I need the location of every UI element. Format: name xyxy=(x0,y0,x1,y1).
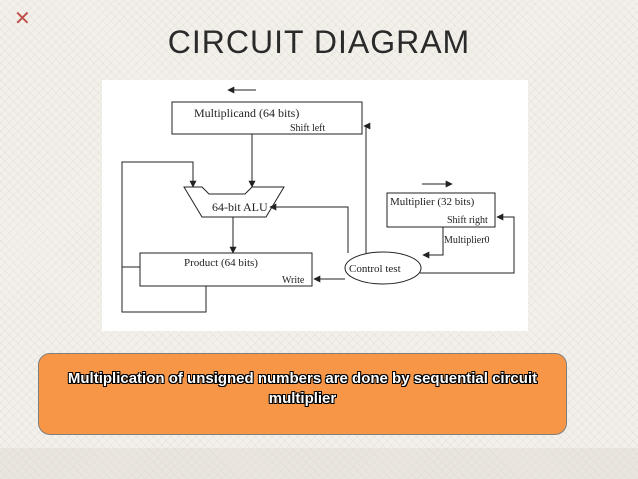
multiplier-label: Multiplier (32 bits) xyxy=(390,196,475,208)
alu: 64-bit ALU xyxy=(183,186,285,218)
multiplicand-register: Multiplicand (64 bits) Shift left xyxy=(171,101,363,135)
circuit-diagram: Multiplicand (64 bits) Shift left 64-bit… xyxy=(102,80,528,331)
wire-control-to-shift-right xyxy=(420,213,515,274)
write-label: Write xyxy=(282,275,305,286)
shift-right-label: Shift right xyxy=(447,215,488,226)
wire-control-to-shift-left xyxy=(363,122,371,253)
slide-title: CIRCUIT DIAGRAM xyxy=(167,24,471,60)
product-register: Product (64 bits) Write xyxy=(139,252,313,287)
multiplicand-label: Multiplicand (64 bits) xyxy=(194,106,299,120)
control-test: Control test xyxy=(344,251,422,285)
caption-text: Multiplication of unsigned numbers are d… xyxy=(67,370,538,407)
wire-multiplier0-to-control xyxy=(422,227,444,259)
multiplier0-label: Multiplier0 xyxy=(444,235,490,246)
multiplier-register: Multiplier (32 bits) Shift right xyxy=(386,192,496,228)
wire-product-feedback xyxy=(121,266,207,313)
wire-control-to-alu xyxy=(269,203,349,253)
control-test-label: Control test xyxy=(349,263,401,275)
alu-label: 64-bit ALU xyxy=(212,200,268,214)
shift-left-label: Shift left xyxy=(290,123,325,134)
wire-feedback-to-alu xyxy=(121,161,197,267)
bottom-band xyxy=(0,448,638,479)
caption-box: Multiplication of unsigned numbers are d… xyxy=(38,353,567,435)
corner-x-icon: ✕ xyxy=(14,6,31,30)
product-label: Product (64 bits) xyxy=(184,257,258,269)
